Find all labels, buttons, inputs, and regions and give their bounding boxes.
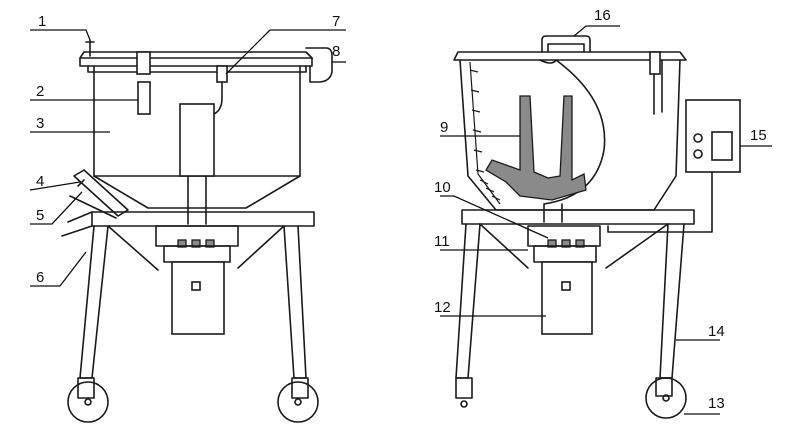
lid-handle [541, 35, 591, 53]
left-caster-wheel-1 [67, 381, 109, 423]
label-1: 1 [38, 13, 46, 30]
cable-gland [216, 65, 228, 83]
drive-housing [179, 103, 215, 177]
lid-lever [85, 39, 95, 57]
label-4: 4 [36, 173, 44, 190]
right-lid [453, 51, 687, 61]
right-machine [453, 35, 741, 419]
lid-hinge [305, 47, 333, 83]
right-caster-hub-2 [662, 394, 670, 402]
right-frame-bar [461, 209, 695, 225]
left-leg-d [237, 225, 285, 269]
left-caster-hub-1 [84, 398, 92, 406]
right-gear-slot-1 [547, 239, 557, 248]
left-caster-wheel-2 [277, 381, 319, 423]
right-leg-d [605, 223, 669, 269]
left-barrel-rim [87, 65, 307, 73]
control-display [711, 131, 733, 161]
right-motor-flange [533, 245, 597, 263]
right-caster-hub-1 [460, 400, 468, 408]
label-9: 9 [440, 119, 448, 136]
discharge-door [69, 179, 117, 219]
left-motor-flange [163, 245, 231, 263]
control-cable [607, 171, 713, 233]
right-motor-terminal [561, 281, 571, 291]
callout-labels: 1 2 3 4 5 6 7 8 9 10 11 12 13 14 15 16 [36, 7, 767, 412]
right-gear-slot-3 [575, 239, 585, 248]
right-leg-a [455, 223, 481, 379]
right-motor [541, 261, 593, 335]
right-leg-b [479, 223, 529, 269]
label-11: 11 [434, 233, 450, 250]
left-caster-fork-1 [77, 377, 95, 399]
leader-16 [573, 25, 620, 37]
right-side-rod [653, 59, 663, 115]
left-shaft [187, 175, 207, 225]
frame-brace [61, 211, 93, 237]
right-shaft [543, 203, 563, 223]
label-12: 12 [434, 299, 451, 316]
label-16: 16 [594, 7, 611, 24]
leader-7 [225, 29, 346, 75]
left-leg-b [107, 225, 159, 271]
right-gearbox [527, 225, 601, 247]
left-motor-terminal [191, 281, 201, 291]
left-lid-top [79, 51, 313, 59]
control-button-2 [693, 149, 703, 159]
right-leg-c [659, 223, 685, 379]
left-caster-fork-2 [291, 377, 309, 399]
left-motor [171, 261, 225, 335]
left-gear-slot-3 [205, 239, 215, 248]
leader-10 [440, 195, 549, 239]
left-gear-slot-2 [191, 239, 201, 248]
label-8: 8 [332, 43, 340, 60]
left-frame-bar [91, 211, 315, 227]
right-barrel-inner [469, 61, 501, 205]
label-2: 2 [36, 83, 44, 100]
left-cone [93, 175, 301, 209]
leader-6 [30, 251, 87, 287]
right-caster-fork-1 [455, 377, 473, 399]
label-7: 7 [332, 13, 340, 30]
label-5: 5 [36, 207, 44, 224]
right-gear-slot-2 [561, 239, 571, 248]
control-button-1 [693, 133, 703, 143]
left-lid [79, 57, 313, 67]
label-6: 6 [36, 269, 44, 286]
sight-window [137, 81, 151, 115]
cutaway-edge [539, 59, 557, 64]
label-13: 13 [708, 395, 725, 412]
lid-clamp-left [136, 51, 151, 75]
leader-lines [29, 25, 772, 415]
left-leg-c [283, 225, 307, 379]
label-3: 3 [36, 115, 44, 132]
left-caster-hub-2 [294, 398, 302, 406]
label-10: 10 [434, 179, 451, 196]
right-barrel-hatch [469, 69, 501, 201]
right-caster-fork-2 [655, 377, 673, 397]
right-caster-wheel-2 [645, 377, 687, 419]
leader-4 [29, 181, 81, 191]
label-14: 14 [708, 323, 725, 340]
mixing-blade [485, 95, 587, 201]
cable [213, 65, 223, 115]
left-gear-slot-1 [177, 239, 187, 248]
lid-clamp-right [649, 51, 661, 75]
left-gearbox [155, 225, 239, 247]
leader-1 [30, 29, 91, 41]
leader-5 [30, 191, 83, 225]
left-machine [61, 39, 333, 423]
discharge-chute [73, 169, 129, 217]
label-15: 15 [750, 127, 767, 144]
left-leg-a [79, 225, 109, 379]
cutaway-sheet [543, 59, 606, 205]
